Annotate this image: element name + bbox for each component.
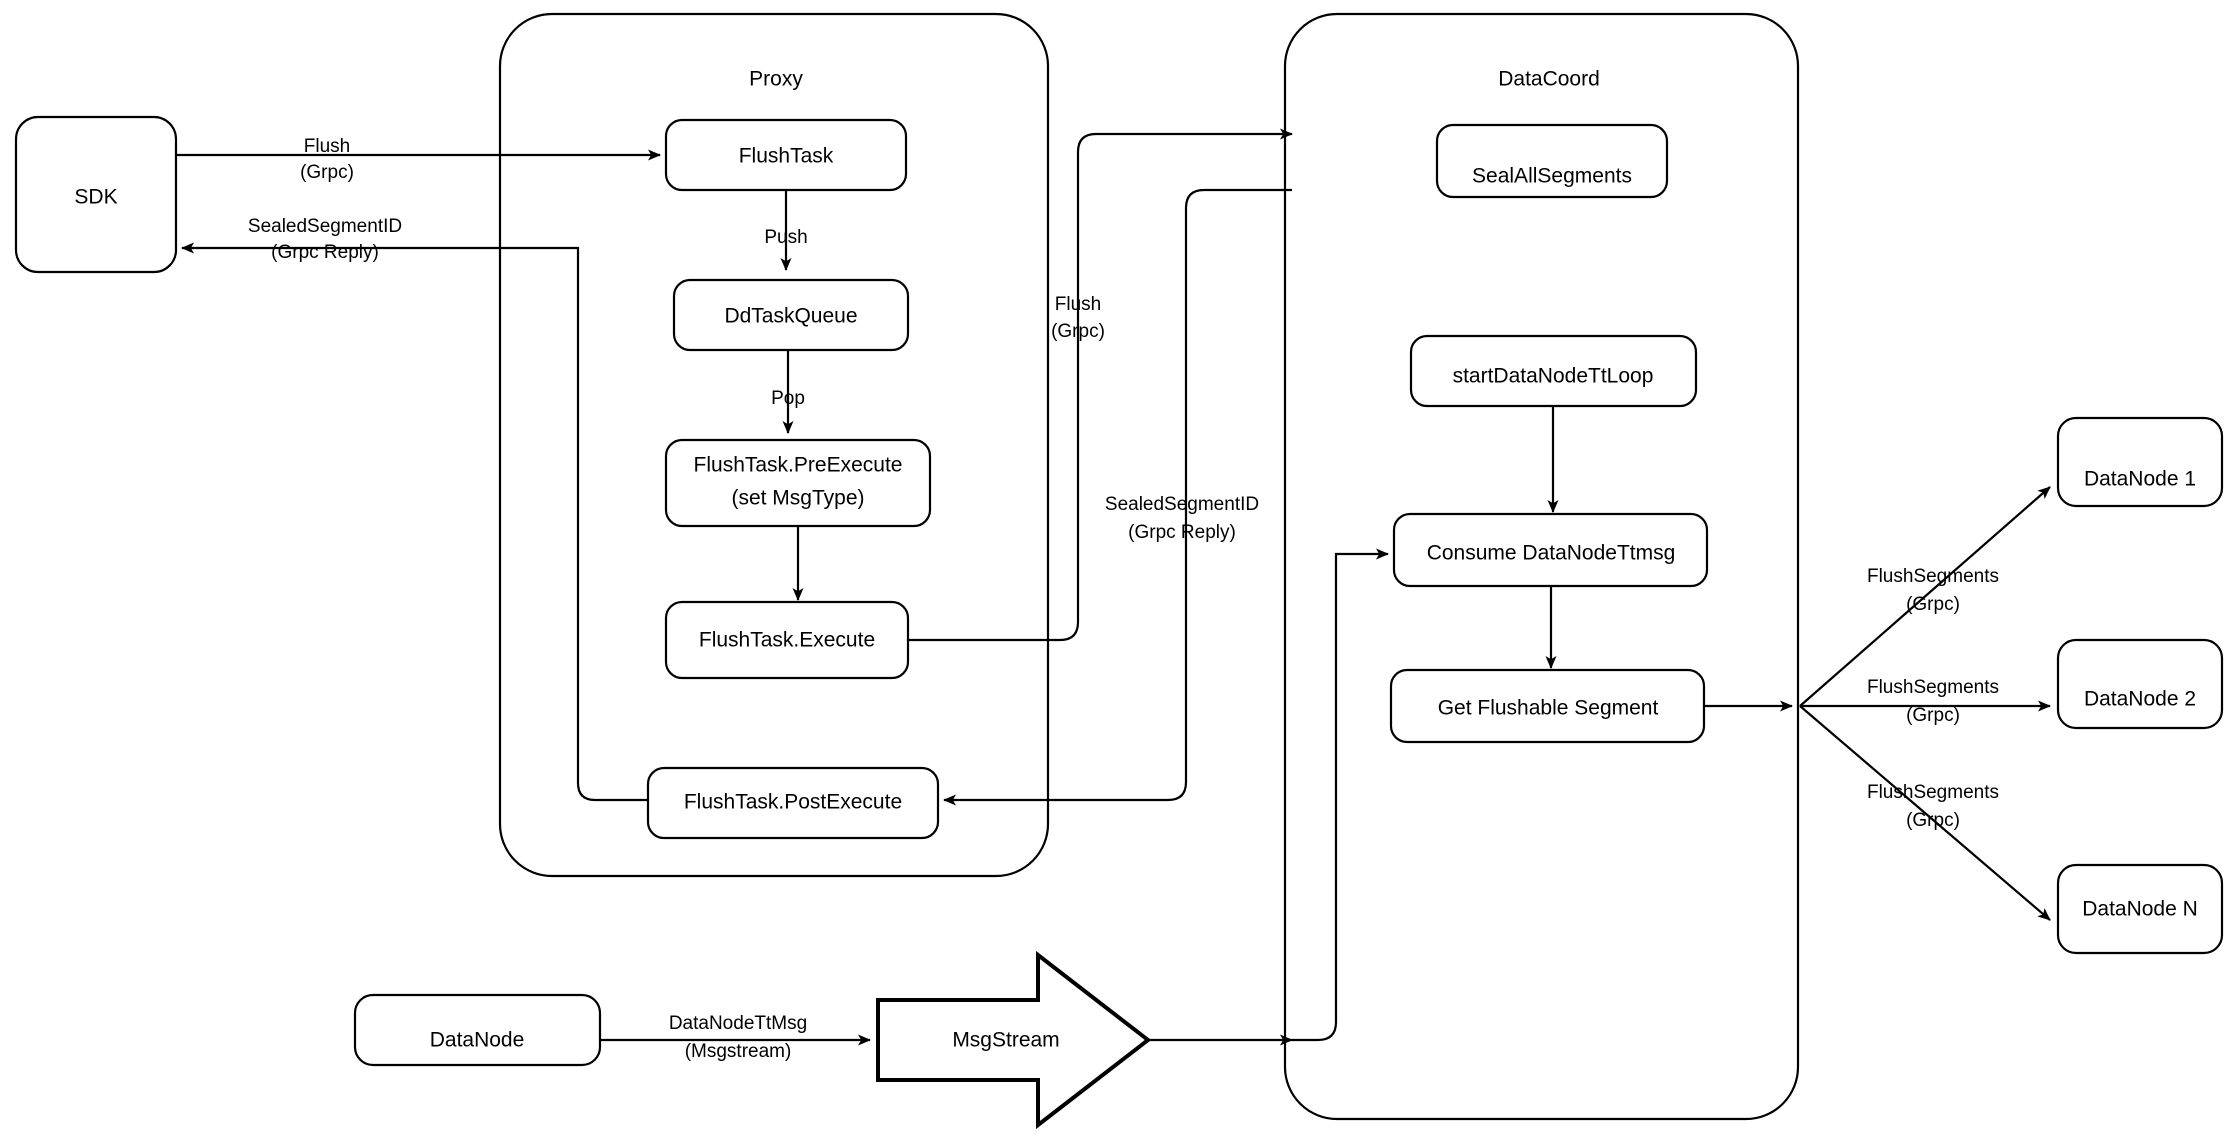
node-datanode-n-label: DataNode N	[2082, 898, 2198, 921]
edge-execute-to-datacoord	[908, 128, 1293, 642]
node-flushtask-label: FlushTask	[739, 145, 834, 168]
edge-label-datanodettmsg-2: (Msgstream)	[685, 1041, 792, 1062]
edge-fanout-to-datanode1	[1799, 486, 2051, 707]
edge-proxy-to-sdk	[181, 242, 648, 802]
edge-label-sealedsegmentid-reply-2: (Grpc Reply)	[271, 242, 379, 263]
node-datanode-source[interactable]	[353, 993, 602, 1067]
edge-label-proxy-coord-flush-2: (Grpc)	[1051, 321, 1105, 342]
node-flushtask-preexecute-label-line2: (set MsgType)	[731, 487, 864, 510]
node-datanode-1[interactable]	[2056, 416, 2224, 508]
node-msgstream-arrow[interactable]	[876, 950, 1152, 1130]
node-sealallsegments-label: SealAllSegments	[1472, 165, 1632, 188]
edge-label-flushsegments-1-line1: FlushSegments	[1867, 566, 1999, 587]
edge-label-datanodettmsg-1: DataNodeTtMsg	[669, 1013, 807, 1034]
edge-label-push: Push	[764, 227, 807, 248]
node-msgstream-label: MsgStream	[952, 1029, 1059, 1052]
node-ddtaskqueue[interactable]	[672, 278, 910, 352]
edge-label-proxy-coord-flush-1: Flush	[1055, 294, 1101, 315]
node-datanode-n[interactable]	[2056, 863, 2224, 955]
node-datanode-2[interactable]	[2056, 638, 2224, 730]
edge-label-flushsegments-2-line1: FlushSegments	[1867, 677, 1999, 698]
edge-label-flushsegments-1-line2: (Grpc)	[1906, 594, 1960, 615]
edge-label-sealedsegmentid-reply-1: SealedSegmentID	[248, 216, 402, 237]
edge-datacoord-inlet-to-consume	[1292, 548, 1389, 1042]
node-sdk[interactable]	[14, 115, 178, 274]
edge-label-flush-grpc-2: (Grpc)	[300, 162, 354, 183]
node-flushtask-postexecute-label: FlushTask.PostExecute	[684, 791, 902, 814]
node-datanode-source-label: DataNode	[430, 1029, 525, 1052]
edge-label-coord-proxy-reply-2: (Grpc Reply)	[1128, 522, 1236, 543]
edge-label-flushsegments-n-line2: (Grpc)	[1906, 810, 1960, 831]
container-datacoord	[1283, 12, 1800, 1121]
container-proxy-label: Proxy	[749, 68, 803, 91]
node-datanode-2-label: DataNode 2	[2084, 688, 2196, 711]
edge-label-flush-grpc-1: Flush	[304, 136, 350, 157]
node-sdk-label: SDK	[74, 186, 117, 209]
edge-label-flushsegments-n-line1: FlushSegments	[1867, 782, 1999, 803]
node-ddtaskqueue-label: DdTaskQueue	[724, 305, 857, 328]
node-flushtask-execute-label: FlushTask.Execute	[699, 629, 875, 652]
edge-label-pop: Pop	[771, 388, 805, 409]
node-get-flushable-segment-label: Get Flushable Segment	[1438, 697, 1659, 720]
node-consume-datanodettmsg-label: Consume DataNodeTtmsg	[1427, 542, 1676, 565]
node-startdatanodettloop-label: startDataNodeTtLoop	[1453, 365, 1654, 388]
container-datacoord-label: DataCoord	[1498, 68, 1600, 91]
node-sealallsegments[interactable]	[1435, 123, 1669, 199]
edge-label-flushsegments-2-line2: (Grpc)	[1906, 705, 1960, 726]
container-proxy	[498, 12, 1050, 878]
node-flushtask-preexecute-label-line1: FlushTask.PreExecute	[694, 454, 903, 477]
edge-label-coord-proxy-reply-1: SealedSegmentID	[1105, 494, 1259, 515]
node-flushtask-postexecute[interactable]	[646, 766, 940, 840]
node-datanode-1-label: DataNode 1	[2084, 468, 2196, 491]
edge-fanout-to-datanodeN	[1799, 705, 2051, 921]
edge-datacoord-to-postexecute	[943, 188, 1292, 806]
